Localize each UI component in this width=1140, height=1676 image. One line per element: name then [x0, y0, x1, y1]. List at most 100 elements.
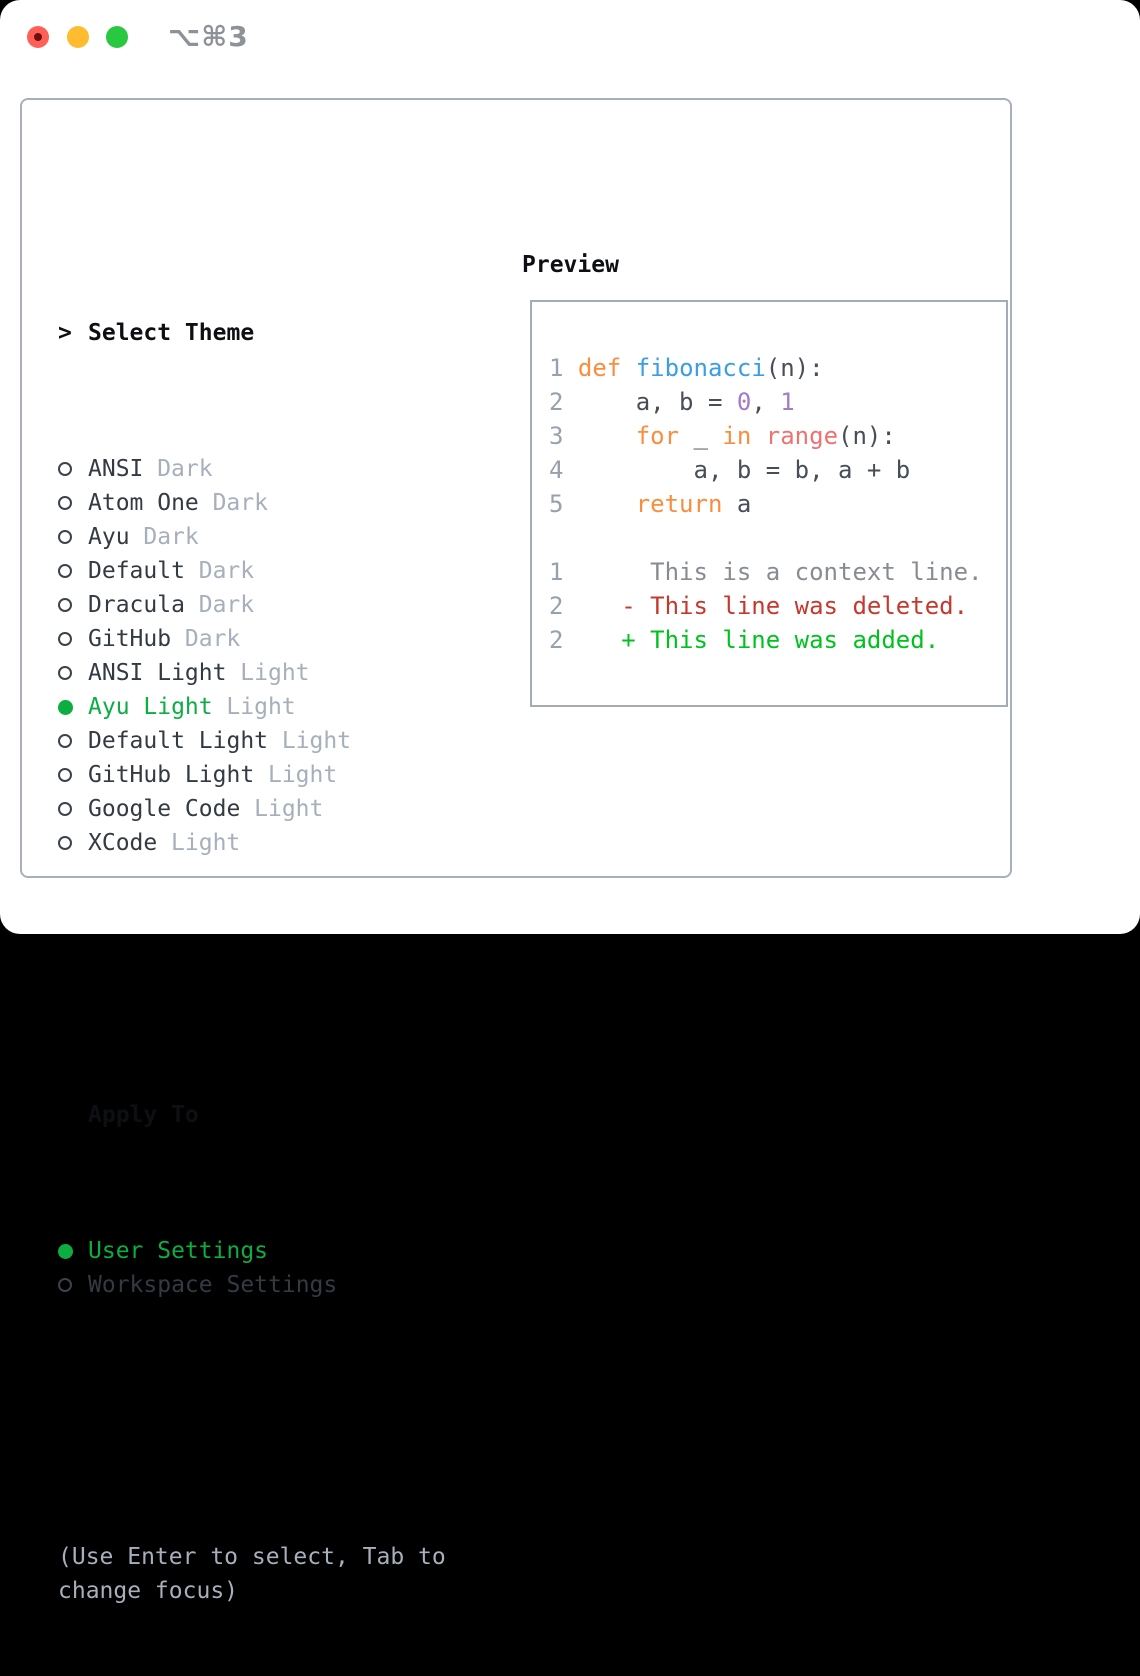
- line-number: 2: [549, 388, 564, 416]
- theme-option-github-light[interactable]: GitHub Light Light: [58, 758, 446, 792]
- code-token-plain: [621, 354, 635, 382]
- code-token-keyword: for: [635, 422, 680, 450]
- code-token-plain: (n):: [838, 422, 896, 450]
- code-line: 1 This is a context line.: [549, 555, 982, 589]
- code-token-plain: [751, 422, 765, 450]
- option-variant-tag: Dark: [184, 626, 241, 652]
- preview-title: Preview: [522, 252, 619, 278]
- code-token-plain: [578, 422, 636, 450]
- option-label: Default: [88, 558, 185, 584]
- theme-option-ansi[interactable]: ANSI Dark: [58, 452, 446, 486]
- select-theme-header: > Select Theme: [58, 316, 446, 350]
- option-variant-tag: Light: [240, 660, 310, 686]
- option-label: Atom One: [88, 490, 199, 516]
- close-button[interactable]: [27, 26, 49, 48]
- code-line: [549, 521, 982, 555]
- radio-unselected-icon: [58, 632, 72, 646]
- option-label: ANSI: [88, 456, 144, 482]
- prompt-caret: >: [58, 320, 72, 346]
- code-token-plain: (n):: [765, 354, 824, 382]
- code-line: 2 + This line was added.: [549, 623, 982, 657]
- option-label: Ayu Light: [88, 694, 213, 720]
- line-number: 5: [549, 490, 564, 518]
- code-token-plain: [578, 490, 636, 518]
- theme-option-ayu-light[interactable]: Ayu Light Light: [58, 690, 446, 724]
- spacer: [58, 1404, 446, 1438]
- line-number: 4: [549, 456, 564, 484]
- option-label: GitHub: [88, 626, 172, 652]
- radio-unselected-icon: [58, 530, 72, 544]
- code-line: 4 a, b = b, a + b: [549, 453, 982, 487]
- apply-to-title: Apply To: [88, 1102, 199, 1128]
- theme-option-default-light[interactable]: Default Light Light: [58, 724, 446, 758]
- line-number: 2: [549, 626, 564, 654]
- option-label: Ayu: [88, 524, 130, 550]
- option-label: GitHub Light: [88, 762, 255, 788]
- option-variant-tag: Light: [226, 694, 296, 720]
- option-label: User Settings: [88, 1238, 269, 1264]
- radio-unselected-icon: [58, 836, 72, 850]
- line-number: 1: [549, 558, 564, 586]
- option-variant-tag: Dark: [157, 456, 213, 482]
- code-token-added: + This line was added.: [577, 626, 940, 654]
- option-variant-tag: Light: [267, 762, 338, 788]
- code-line: 5 return a: [549, 487, 982, 521]
- option-variant-tag: Light: [281, 728, 352, 754]
- window-title-shortcut: ⌥⌘3: [168, 20, 249, 53]
- option-variant-tag: Light: [254, 796, 324, 822]
- screenshot-root: { "window": { "title": "⌥⌘3", "traffic_l…: [0, 0, 1140, 1604]
- radio-unselected-icon: [58, 666, 72, 680]
- code-line: 2 - This line was deleted.: [549, 589, 982, 623]
- radio-selected-icon: [58, 1243, 73, 1259]
- option-variant-tag: Dark: [198, 592, 255, 618]
- theme-option-default[interactable]: Default Dark: [58, 554, 446, 588]
- radio-selected-icon: [58, 699, 73, 715]
- hint-line: change focus): [58, 1578, 239, 1604]
- code-line: 1 def fibonacci(n):: [549, 351, 982, 385]
- option-variant-tag: Dark: [198, 558, 255, 584]
- option-label: Default Light: [88, 728, 269, 754]
- code-token-plain: ,: [751, 388, 781, 416]
- option-label: ANSI Light: [88, 660, 227, 686]
- radio-unselected-icon: [58, 496, 72, 510]
- theme-option-ansi-light[interactable]: ANSI Light Light: [58, 656, 446, 690]
- code-line: 2 a, b = 0, 1: [549, 385, 982, 419]
- code-token-number: 1: [780, 388, 795, 416]
- option-variant-tag: Light: [171, 830, 241, 856]
- code-token-keyword: return: [635, 490, 723, 518]
- radio-unselected-icon: [58, 734, 72, 748]
- select-theme-title: Select Theme: [88, 320, 255, 346]
- code-token-plain: _: [679, 422, 723, 450]
- radio-unselected-icon: [58, 598, 72, 612]
- theme-option-github[interactable]: GitHub Dark: [58, 622, 446, 656]
- option-variant-tag: Dark: [143, 524, 199, 550]
- minimize-button[interactable]: [67, 26, 89, 48]
- code-token-context: This is a context line.: [577, 558, 983, 586]
- apply-option-user-settings[interactable]: User Settings: [58, 1234, 446, 1268]
- radio-unselected-icon: [58, 564, 72, 578]
- radio-unselected-icon: [58, 462, 72, 476]
- code-token-deleted: - This line was deleted.: [577, 592, 969, 620]
- line-number: 2: [549, 592, 564, 620]
- line-number: 1: [549, 354, 564, 382]
- unsaved-indicator-dot: [34, 33, 42, 41]
- code-token-keyword: def: [577, 354, 622, 382]
- line-number: 3: [549, 422, 564, 450]
- hint-line: (Use Enter to select, Tab to: [58, 1544, 446, 1570]
- radio-unselected-icon: [58, 1278, 72, 1292]
- code-token-plain: a, b = b, a + b: [577, 456, 911, 484]
- zoom-button[interactable]: [106, 26, 128, 48]
- radio-unselected-icon: [58, 802, 72, 816]
- code-token-function: fibonacci: [635, 354, 766, 382]
- theme-option-ayu[interactable]: Ayu Dark: [58, 520, 446, 554]
- apply-option-workspace-settings[interactable]: Workspace Settings: [58, 1268, 446, 1302]
